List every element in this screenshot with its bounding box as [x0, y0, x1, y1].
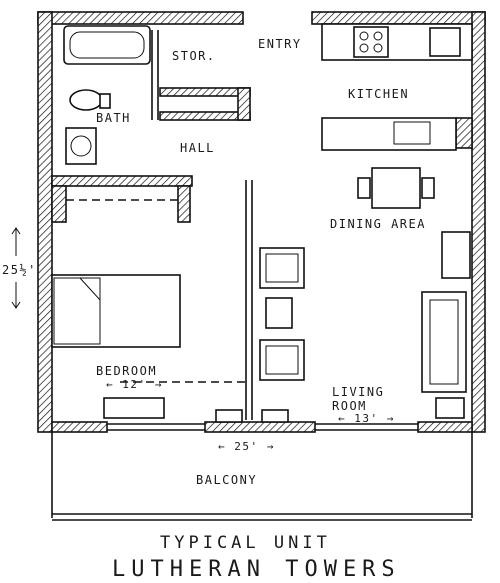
bedroom-label: BEDROOM [96, 364, 157, 378]
entry-label: ENTRY [258, 37, 302, 51]
interior-walls [51, 30, 473, 420]
exterior-walls [37, 11, 486, 433]
dining-set [357, 167, 435, 209]
title-line1: TYPICAL UNIT [160, 533, 331, 553]
bedroom-width-label: ← 12' → [106, 378, 163, 391]
bath-label: BATH [96, 111, 131, 125]
depth-label: 25½' [2, 263, 37, 277]
balcony [51, 432, 473, 521]
bedroom-furniture [51, 274, 289, 423]
hall-label: HALL [180, 141, 215, 155]
living-label-line1: LIVING [332, 385, 384, 399]
bath-fixtures [63, 25, 151, 165]
living-label-line2: ROOM [332, 399, 367, 413]
balcony-label: BALCONY [196, 473, 257, 487]
title-line2: LUTHERAN TOWERS [112, 557, 401, 582]
dining-label: DINING AREA [330, 217, 426, 231]
unit-width-label: ← 25' → [218, 440, 275, 453]
depth-arrow [11, 227, 21, 309]
living-furniture [259, 231, 471, 419]
kitchen-fixtures [321, 23, 473, 151]
living-width-label: ← 13' → [338, 412, 395, 425]
kitchen-label: KITCHEN [348, 87, 409, 101]
storage-label: STOR. [172, 49, 216, 63]
